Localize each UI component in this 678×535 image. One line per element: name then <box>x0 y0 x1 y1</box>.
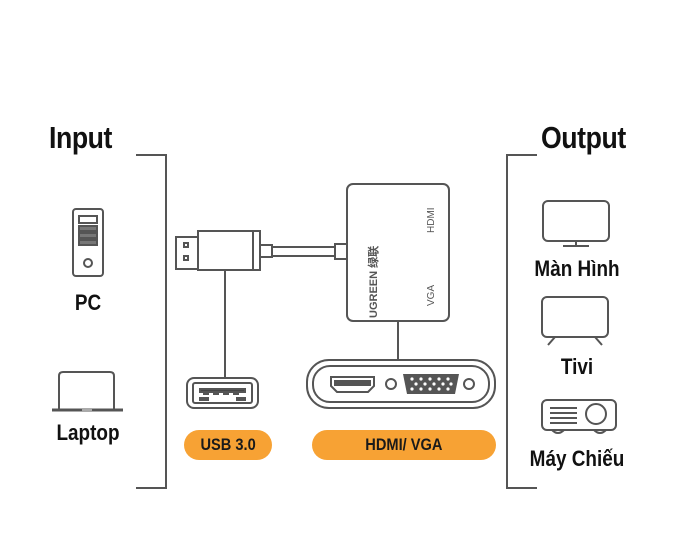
projector-icon <box>541 399 617 434</box>
pc-tower-icon <box>72 208 104 277</box>
hdmi-vga-badge-text: HDMI/ VGA <box>365 435 443 454</box>
input-bracket <box>136 154 167 489</box>
output-bracket <box>506 154 537 489</box>
device-label-projector: Máy Chiếu <box>529 446 625 471</box>
hdmi-vga-badge: HDMI/ VGA <box>312 430 496 460</box>
usb-a-plug-icon <box>175 230 348 271</box>
tv-icon <box>541 296 609 346</box>
usb-badge: USB 3.0 <box>184 430 272 460</box>
adapter-body: UGREEN 绿联 HDMI VGA <box>346 183 450 322</box>
adapter-hdmi-label: HDMI <box>426 207 437 233</box>
usb-badge-text: USB 3.0 <box>200 435 256 454</box>
hdmi-port-icon <box>330 376 375 393</box>
hdmi-vga-port-panel <box>306 359 496 409</box>
output-heading: Output <box>541 120 626 155</box>
monitor-icon <box>542 200 610 247</box>
device-label-pc: PC <box>74 290 102 315</box>
device-label-laptop: Laptop <box>56 420 120 445</box>
input-heading: Input <box>49 120 112 155</box>
device-label-monitor: Màn Hình <box>534 256 620 281</box>
device-label-tv: Tivi <box>560 354 594 379</box>
adapter-vga-label: VGA <box>426 285 437 306</box>
usb-port-icon <box>186 377 259 409</box>
adapter-brand: UGREEN 绿联 <box>366 246 380 318</box>
laptop-icon <box>52 371 123 412</box>
vga-port-icon <box>385 374 475 394</box>
